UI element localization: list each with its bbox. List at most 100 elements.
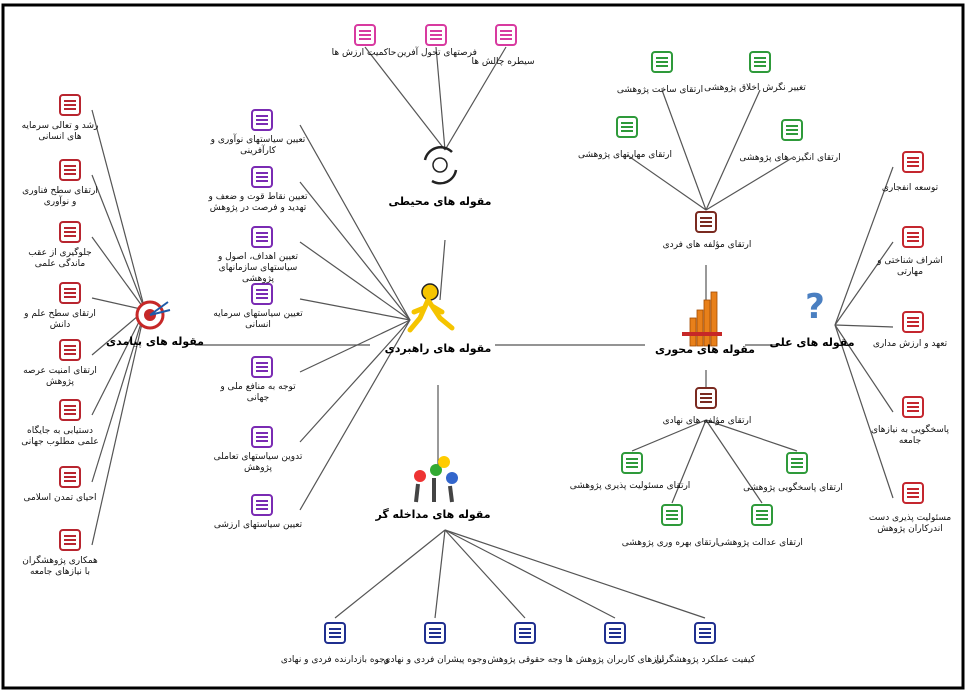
institutional-item-icon [786, 452, 808, 474]
institutional-item-icon [751, 504, 773, 526]
institutional-line [631, 419, 707, 452]
intervening-item-label: کیفیت عملکرد پژوهشگران [655, 653, 756, 665]
intervening-item-icon [324, 622, 346, 644]
institutional-line [705, 419, 763, 504]
causal-line [834, 324, 894, 413]
individual-line [705, 157, 793, 211]
institutional-item-icon [661, 504, 683, 526]
institutional-item-label: ارتقای مسئولیت پذیری پژوهشی [570, 481, 691, 491]
question-mark-icon: ? [805, 287, 825, 327]
intervening-item-icon [604, 622, 626, 644]
intervening-item-icon [514, 622, 536, 644]
environment-hub-label: مقوله های محیطی [389, 195, 492, 208]
intervening-item-label: وجوه پیشران فردی و نهادی [383, 655, 486, 665]
outcome-item-icon [59, 399, 81, 421]
environment-item-icon [425, 24, 447, 46]
individual-item-label: تغییر نگرش اخلاق پژوهشی [704, 81, 806, 93]
individual-item-icon [651, 51, 673, 73]
individual-item-icon [616, 116, 638, 138]
outcome-line [91, 236, 146, 311]
outcome-line [91, 109, 146, 311]
outcome-item-icon [59, 94, 81, 116]
individual-item-label: ارتقای مهارتهای پژوهشی [578, 150, 672, 160]
running-person-icon [407, 283, 455, 333]
causal-item-icon [902, 151, 924, 173]
frame-border [1, 3, 965, 690]
causal-line [834, 324, 894, 328]
environment-line [364, 46, 446, 151]
institutional-item-label: ارتقای بهره وری پژوهشی [622, 538, 718, 548]
environment-line [435, 46, 446, 151]
individual-line [705, 89, 761, 211]
intervening-hub-label: مقوله های مداخله گر [374, 508, 490, 521]
outcome-line [91, 174, 146, 311]
strategy-item-label: تعیین سیاستهای ارزشی [214, 520, 303, 530]
individual-hub-doc-icon [695, 211, 717, 233]
individual-line [661, 89, 707, 211]
outcome-line [91, 309, 146, 416]
outcome-line [91, 297, 146, 311]
team-gears-icon [414, 456, 458, 503]
causal-item-icon [902, 226, 924, 248]
intervening-line [444, 529, 526, 619]
intervening-item-icon [694, 622, 716, 644]
individual-line [626, 154, 707, 211]
causal-item-label: تعهد و ارزش مداری [873, 339, 948, 349]
causal-line [834, 166, 894, 326]
svg-text:?: ? [805, 287, 825, 327]
causal-item-label: توسعه انفجاری [882, 183, 939, 193]
individual-item-icon [749, 51, 771, 73]
outcome-line [91, 309, 146, 546]
strategy-item-icon [251, 226, 273, 248]
spine-up [439, 239, 446, 301]
environment-item-icon [495, 24, 517, 46]
strategy-item-icon [251, 283, 273, 305]
institutional-item-icon [621, 452, 643, 474]
icons-layer: ? [59, 24, 924, 644]
causal-line [834, 324, 894, 499]
recycle-globe-icon [423, 146, 458, 185]
outcome-hub-label: مقوله های پیامدی [106, 335, 204, 348]
institutional-item-label: ارتقای پاسخگویی پژوهشی [743, 481, 843, 493]
outcome-line [91, 309, 146, 483]
intervening-item-label: وجه حقوقی پژوهش [487, 655, 562, 665]
institutional-item-label: ارتقای عدالت پژوهشی [717, 538, 803, 548]
environment-item-label: حاکمیت ارزش ها [332, 48, 397, 58]
strategy-item-icon [251, 494, 273, 516]
causal-item-icon [902, 396, 924, 418]
strategy-line [299, 319, 411, 511]
outcome-item-icon [59, 529, 81, 551]
environment-item-icon [354, 24, 376, 46]
connector-lines [91, 46, 894, 619]
individual-item-label: ارتقای انگیزه های پژوهشی [739, 151, 840, 163]
intervening-item-label: وجوه بازدارنده فردی و نهادی [281, 655, 389, 665]
intervening-line [444, 529, 706, 619]
target-arrows-icon [135, 300, 171, 330]
causal-hub-label: مقوله های علی [769, 336, 854, 349]
causal-item-icon [902, 482, 924, 504]
bar-chart-icon [682, 291, 722, 347]
causal-line [834, 241, 894, 326]
intervening-item-icon [424, 622, 446, 644]
environment-item-label: سیطره چالش ها [471, 57, 534, 67]
outcome-item-icon [59, 159, 81, 181]
strategy-item-icon [251, 426, 273, 448]
core-hub-label: مقوله های محوری [655, 343, 755, 356]
strategy-line [299, 319, 411, 373]
